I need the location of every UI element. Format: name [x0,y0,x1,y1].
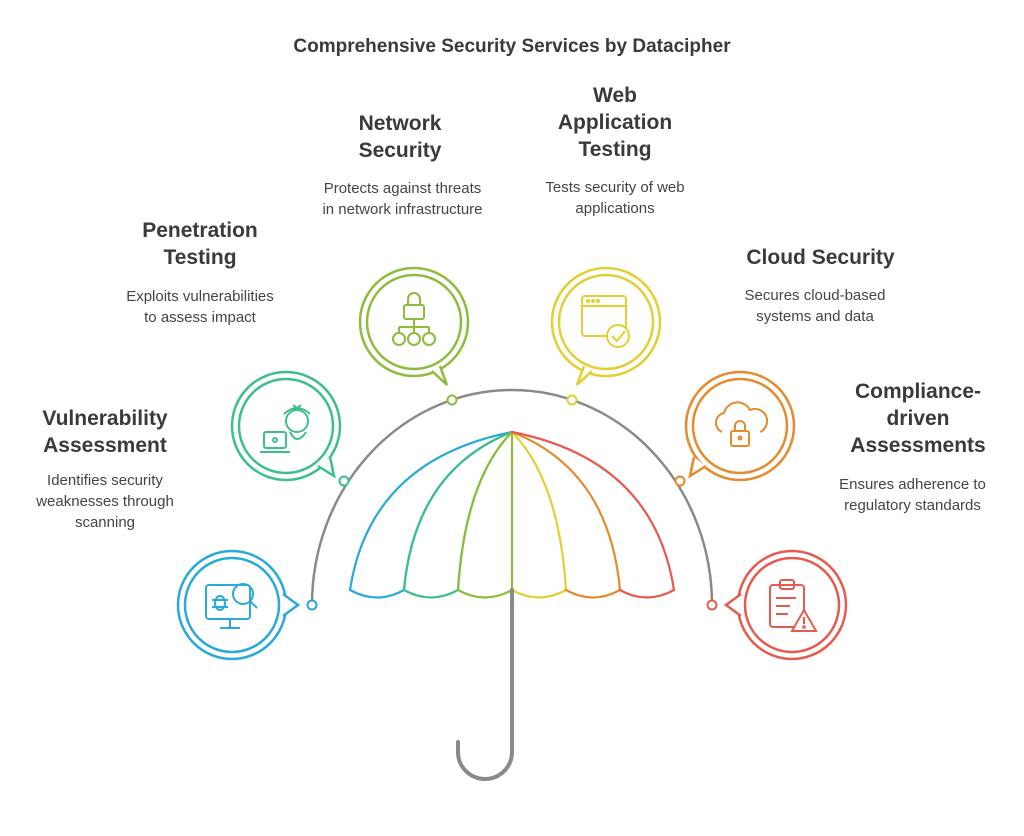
bubble-penetration [230,370,342,482]
network-lock-icon [392,292,436,346]
service-desc-webapp: Tests security of web applications [545,179,685,217]
connector-dot-cloud [674,475,686,487]
bubble-webapp [550,266,662,386]
service-title-cloud: Cloud Security [746,246,895,269]
hacker-laptop-icon [260,404,311,453]
computer-bug-search-icon [205,583,258,629]
bubble-vulnerability [176,549,301,661]
umbrella-canopy [348,430,676,599]
bubble-network [358,266,470,386]
bubble-compliance [723,549,848,661]
umbrella-outer-arc [310,388,714,606]
service-desc-cloud: Secures cloud-based systems and data [744,287,886,325]
connector-dot-penetration [338,475,350,487]
service-title-compliance: Compliance-driven Assessments [850,380,986,457]
service-desc-compliance: Ensures adherence to regulatory standard… [839,476,986,514]
connector-dot-compliance [706,599,718,611]
service-title-webapp: Web Application Testing [557,84,673,161]
umbrella-handle [456,588,514,781]
service-desc-penetration: Exploits vulnerabilities to assess impac… [126,288,274,326]
bubble-cloud [684,370,796,482]
clipboard-warning-icon [769,579,818,632]
connector-dot-network [446,394,458,406]
connector-dot-vulnerability [306,599,318,611]
cloud-lock-icon [714,401,769,447]
service-desc-network: Protects against threats in network infr… [322,180,483,218]
service-title-network: Network Security [358,112,442,162]
browser-check-icon [581,295,630,348]
diagram-title: Comprehensive Security Services by Datac… [293,36,731,57]
service-desc-vulnerability: Identifies security weaknesses through s… [36,472,174,531]
service-title-penetration: Penetration Testing [142,219,258,269]
service-title-vulnerability: Vulnerability Assessment [42,407,168,457]
connector-dot-webapp [566,394,578,406]
